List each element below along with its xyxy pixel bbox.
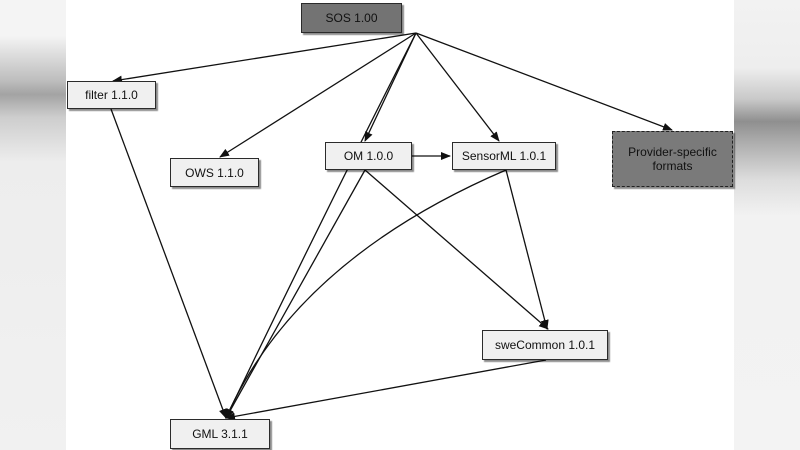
- node-ows: OWS 1.1.0: [170, 158, 259, 187]
- edge-sos-provider: [415, 32, 673, 131]
- node-provider-formats: Provider-specific formats: [612, 131, 733, 187]
- node-ows-label: OWS 1.1.0: [185, 165, 244, 180]
- right-backdrop: [734, 0, 800, 450]
- node-sos-label: SOS 1.00: [325, 11, 378, 25]
- edge-filter-gml: [110, 108, 227, 419]
- node-swecommon: sweCommon 1.0.1: [482, 330, 608, 360]
- edge-sos-sensorml: [415, 32, 500, 142]
- node-sensorml-label: SensorML 1.0.1: [461, 149, 547, 163]
- edge-sos-gml: [225, 32, 417, 419]
- edge-swecommon-gml: [225, 359, 547, 421]
- node-swecommon-label: sweCommon 1.0.1: [494, 338, 596, 352]
- edge-sos-ows: [219, 32, 417, 158]
- node-om-label: OM 1.0.0: [343, 149, 394, 163]
- node-om: OM 1.0.0: [325, 142, 412, 170]
- edge-om-swecommon: [364, 169, 549, 330]
- edge-sos-filter: [112, 32, 417, 84]
- diagram-canvas: [66, 0, 734, 450]
- node-gml-label: GML 3.1.1: [192, 427, 248, 441]
- left-backdrop: [0, 0, 66, 450]
- node-sos: SOS 1.00: [301, 3, 402, 33]
- edge-om-gml: [225, 169, 366, 419]
- edge-sensorml-gml: [225, 169, 507, 419]
- node-gml: GML 3.1.1: [170, 419, 270, 449]
- node-sensorml: SensorML 1.0.1: [452, 142, 556, 170]
- node-filter-label: filter 1.1.0: [85, 88, 138, 102]
- node-filter: filter 1.1.0: [67, 81, 156, 109]
- edge-layer: [110, 32, 673, 421]
- node-provider-label: Provider-specific formats: [628, 145, 717, 173]
- edge-sensorml-swecommon: [505, 169, 549, 330]
